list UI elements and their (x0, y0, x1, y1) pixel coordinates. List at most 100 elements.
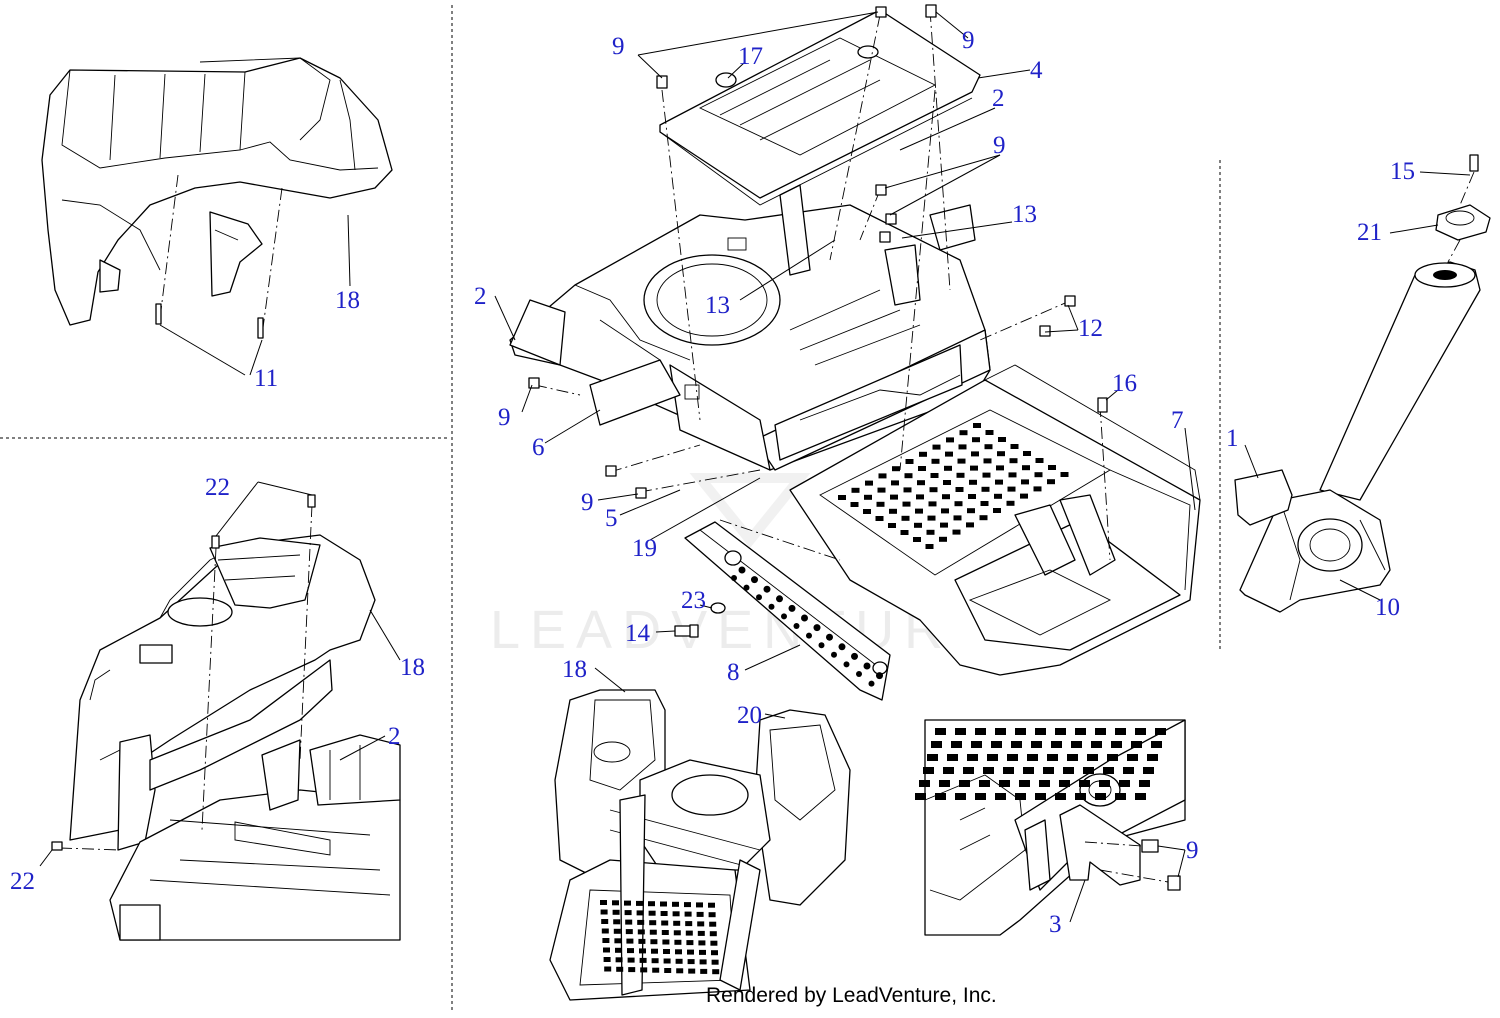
grid-hole (648, 901, 655, 907)
grid-hole (1035, 728, 1046, 735)
grid-hole (998, 437, 1006, 442)
grid-hole (1079, 780, 1090, 787)
grid-hole (1047, 754, 1058, 761)
plate-bolt (751, 576, 758, 584)
grid-hole (625, 929, 633, 935)
grid-hole (660, 901, 667, 907)
callout-9c: 9 (993, 132, 1006, 159)
leader-22a (215, 481, 259, 537)
grid-hole (926, 529, 935, 535)
grid-hole (919, 780, 930, 787)
grid-hole (1095, 793, 1106, 800)
callout-19: 19 (632, 535, 657, 562)
part-23-washer (710, 602, 726, 614)
grid-hole (639, 957, 647, 963)
grid-hole (1091, 741, 1102, 748)
grid-hole (686, 940, 694, 946)
grid-hole (890, 494, 898, 500)
callout-17: 17 (738, 43, 763, 70)
grid-hole (1031, 741, 1042, 748)
callout-8: 8 (727, 659, 740, 686)
detail-fasteners (1141, 839, 1181, 891)
grid-hole (628, 967, 636, 973)
callout-21: 21 (1357, 219, 1382, 246)
grid-hole (687, 949, 694, 955)
grid-hole (710, 940, 718, 946)
grid-hole (685, 921, 693, 927)
grid-hole (980, 501, 989, 506)
grid-hole (685, 930, 693, 936)
grid-hole (1021, 479, 1029, 485)
grid-hole (935, 793, 946, 800)
grid-hole (915, 793, 926, 800)
axis-11b (261, 187, 283, 336)
plate-bolt (768, 603, 775, 610)
grid-hole (917, 480, 925, 486)
grid-hole (1035, 458, 1044, 463)
axis-21 (1447, 239, 1461, 263)
grid-hole (904, 473, 913, 479)
grid-hole (601, 928, 609, 934)
grid-hole (995, 793, 1006, 800)
grid-hole (696, 911, 704, 917)
grid-hole (637, 919, 645, 925)
grid-hole (1075, 793, 1086, 800)
grid-hole (954, 501, 963, 507)
callout-9b: 9 (962, 27, 975, 54)
grid-hole (877, 487, 886, 493)
grid-hole (687, 959, 695, 965)
grid-hole (663, 949, 670, 954)
grid-hole (614, 938, 622, 944)
grid-hole (639, 948, 646, 954)
grid-hole (987, 754, 998, 761)
grid-hole (984, 444, 993, 450)
grid-hole (675, 958, 683, 964)
grid-hole (627, 957, 635, 963)
leader-18a (347, 214, 351, 287)
grid-hole (663, 958, 671, 964)
grid-hole (959, 430, 968, 436)
callout-18b: 18 (400, 654, 425, 681)
leader-20 (764, 713, 786, 719)
grid-hole (1008, 472, 1017, 478)
grid-hole (672, 901, 679, 907)
grid-hole (638, 938, 646, 944)
plate-bolt (843, 661, 850, 668)
grid-hole (979, 780, 990, 787)
callout-5: 5 (605, 505, 618, 532)
grid-hole (958, 444, 967, 450)
grid-hole (939, 780, 950, 787)
grid-hole (603, 947, 610, 953)
grid-hole (624, 910, 632, 916)
plate-bolt (806, 632, 812, 639)
grid-hole (1151, 741, 1162, 748)
panel-separators (0, 5, 1221, 1012)
grid-hole (865, 480, 873, 486)
grid-hole (973, 423, 981, 428)
grid-hole (699, 959, 707, 965)
grid-hole (983, 767, 994, 774)
grid-hole (967, 754, 978, 761)
grid-hole (696, 902, 703, 908)
plate-bolt (776, 595, 783, 603)
callout-16: 16 (1112, 370, 1137, 397)
plate-bolt (801, 614, 808, 622)
leader-9f-b (1177, 849, 1186, 878)
plate-bolt (863, 662, 871, 670)
grid-hole (1020, 493, 1028, 499)
grid-hole (600, 909, 608, 915)
grid-hole (963, 767, 974, 774)
grid-hole (1048, 465, 1056, 470)
grid-hole (708, 902, 715, 908)
grid-hole (875, 516, 884, 521)
plate-bolt (731, 575, 737, 581)
grid-hole (1071, 741, 1082, 748)
grid-hole (603, 957, 611, 962)
grid-hole (993, 508, 1001, 513)
grid-hole (943, 767, 954, 774)
grid-hole (901, 515, 910, 521)
plate-bolt (876, 672, 883, 680)
fender-assembly-topleft (41, 57, 393, 326)
grid-hole (1007, 754, 1018, 761)
